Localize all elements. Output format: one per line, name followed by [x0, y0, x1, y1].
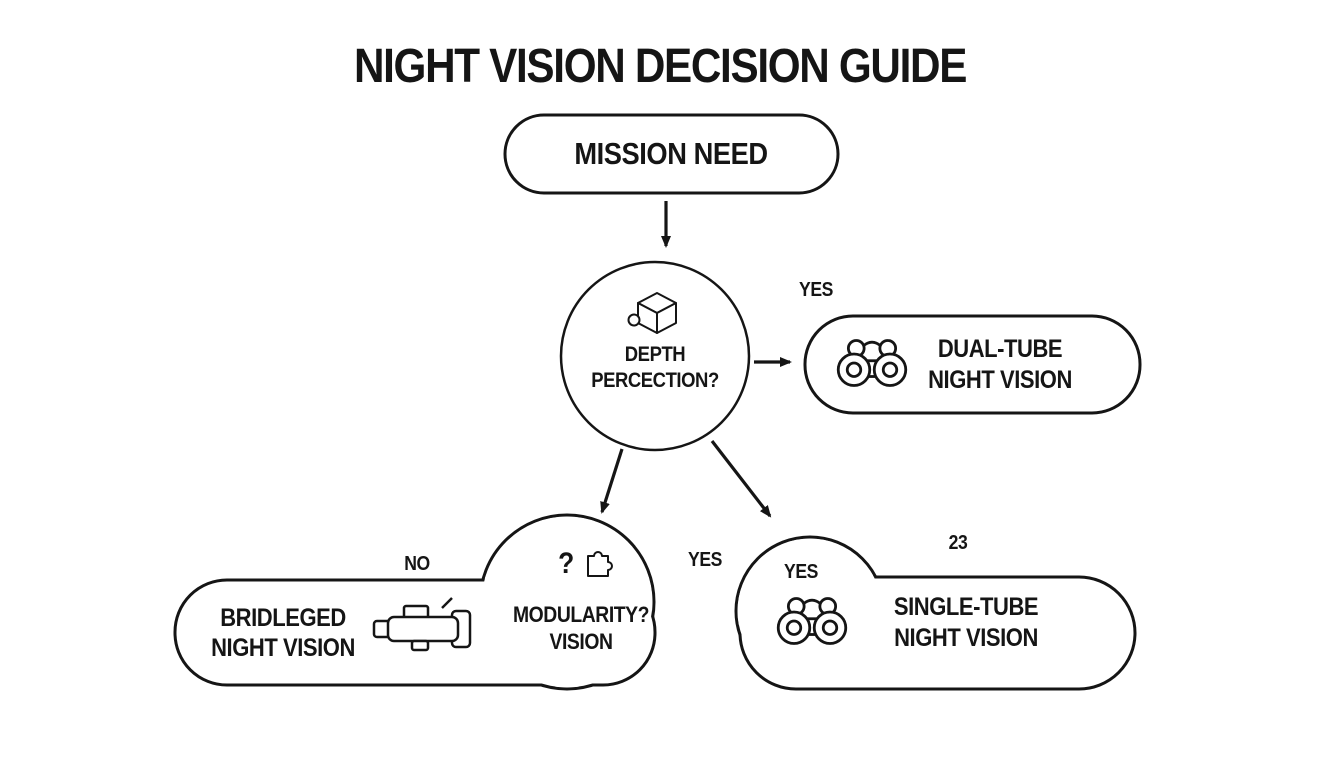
- branch-label-no: NO: [404, 553, 430, 575]
- depth-question-line1: DEPTH: [624, 343, 686, 366]
- dual-tube-label-line1: DUAL-TUBE: [937, 335, 1063, 363]
- branch-label-yes-inner: YES: [784, 561, 818, 583]
- modularity-question-mark: ?: [558, 547, 574, 580]
- depth-question-line2: PERCECTION?: [591, 369, 719, 392]
- puzzle-icon: [587, 551, 613, 577]
- stray-number-label: 23: [948, 532, 968, 554]
- mission-node-shape: [503, 113, 840, 195]
- branch-label-yes-down: YES: [688, 549, 722, 571]
- depth-node-shape: [559, 260, 751, 452]
- single-tube-node-shape: [734, 535, 1137, 691]
- single-tube-label-line1: SINGLE-TUBE: [893, 593, 1039, 621]
- shape-merge-fill: [737, 538, 883, 684]
- page-title: NIGHT VISION DECISION GUIDE: [353, 40, 967, 93]
- branch-label-yes-right: YES: [799, 279, 833, 301]
- monocular-icon: [372, 597, 472, 652]
- dual-tube-label-line2: NIGHT VISION: [928, 366, 1072, 394]
- shape-merge-fill: [481, 516, 653, 688]
- bridged-label-line2: NIGHT VISION: [211, 634, 355, 662]
- bridged-label-line1: BRIDLEGED: [220, 604, 346, 632]
- arrow-depth-to-bridged: [600, 448, 624, 514]
- mission-node-label: MISSION NEED: [574, 136, 768, 171]
- bridged-node-shape: [173, 513, 657, 691]
- cube-icon: [627, 292, 677, 334]
- single-tube-label-line2: NIGHT VISION: [894, 624, 1038, 652]
- modularity-label-line2: VISION: [549, 629, 613, 654]
- modularity-label-line1: MODULARITY?: [512, 602, 650, 627]
- arrow-depth-to-single: [710, 440, 772, 518]
